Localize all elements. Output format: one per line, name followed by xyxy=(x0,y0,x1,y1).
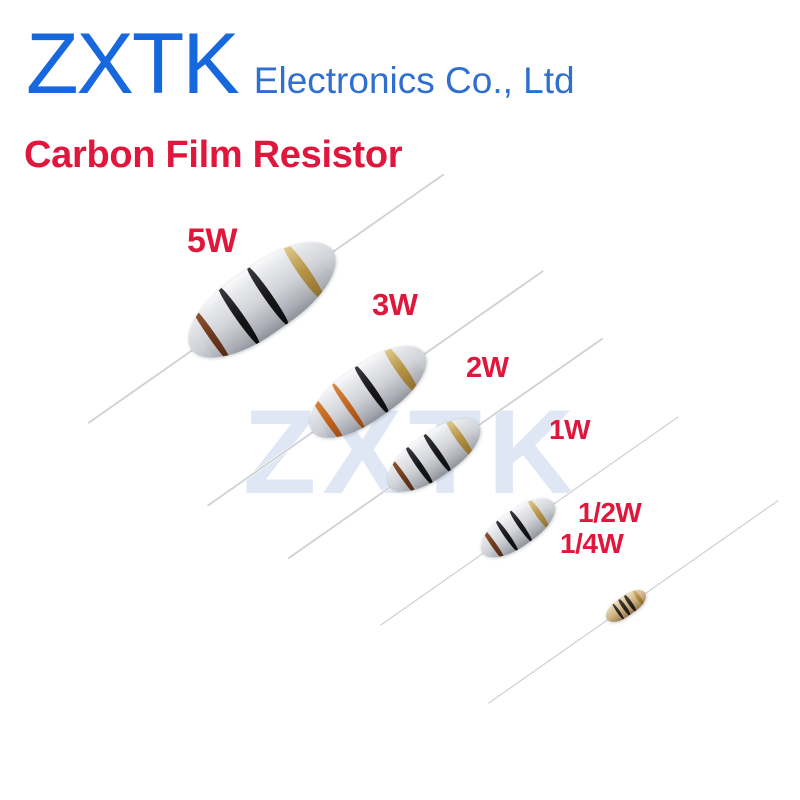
wattage-label-2w: 2W xyxy=(466,352,509,384)
brand-suffix-text: Electronics Co., Ltd xyxy=(253,60,575,101)
lead-wire-right xyxy=(625,499,779,608)
lead-wire-left xyxy=(487,606,627,705)
wattage-label-half-w: 1/2W xyxy=(578,497,642,528)
resistor-body xyxy=(601,585,651,627)
brand-mark-text: ZXTK xyxy=(26,16,240,112)
wattage-label-3w: 3W xyxy=(372,287,418,322)
company-logo: ZXTK Electronics Co., Ltd xyxy=(26,16,575,112)
wattage-label-1w: 1W xyxy=(549,414,591,445)
wattage-label-quarter-w: 1/4W xyxy=(560,528,624,559)
page-title: Carbon Film Resistor xyxy=(24,134,403,176)
wattage-label-5w: 5W xyxy=(187,222,238,260)
